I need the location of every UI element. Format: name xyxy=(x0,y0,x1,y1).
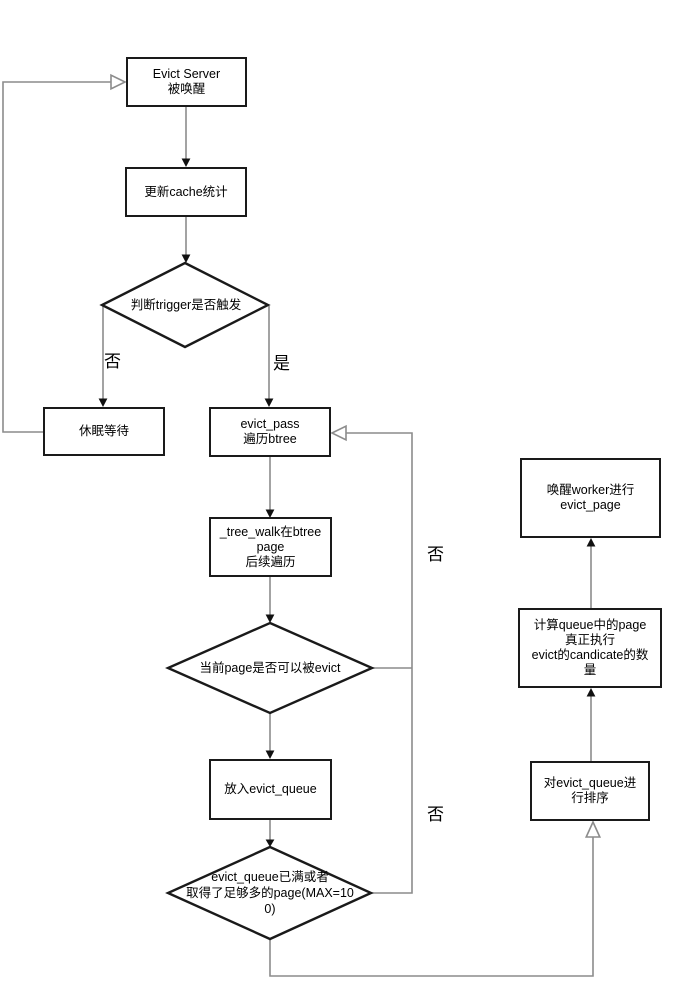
branch-label-trigger-no: 否 xyxy=(104,352,121,371)
edge-evict-pass-to-tree-walk xyxy=(265,457,275,518)
edge-evict-server-to-update-cache xyxy=(181,107,191,167)
edge-tree-walk-to-can-evict xyxy=(265,577,275,623)
edge-update-cache-to-trigger xyxy=(181,217,191,263)
node-calc-candidates: 计算queue中的page 真正执行 evict的candicate的数 量 xyxy=(518,608,662,688)
edge-can-evict-to-enqueue xyxy=(265,713,275,759)
node-enqueue: 放入evict_queue xyxy=(209,759,332,820)
queue-full-decision-shape xyxy=(165,845,374,941)
node-sleep-wait: 休眠等待 xyxy=(43,407,165,456)
node-update-cache: 更新cache统计 xyxy=(125,167,247,217)
edge-queue-full-no-to-evict-pass xyxy=(330,424,413,894)
edge-trigger-no-to-sleep-wait xyxy=(98,306,108,407)
edge-trigger-yes-to-evict-pass xyxy=(264,306,274,407)
can-evict-decision-shape xyxy=(165,621,375,715)
edge-sort-queue-to-calc-candidates xyxy=(586,688,596,761)
trigger-decision-shape xyxy=(99,261,271,349)
edge-queue-full-to-sort-queue xyxy=(269,820,602,977)
node-sort-queue: 对evict_queue进 行排序 xyxy=(530,761,650,821)
node-wake-worker: 唤醒worker进行 evict_page xyxy=(520,458,661,538)
branch-label-queue-full-no: 否 xyxy=(427,805,444,824)
edge-calc-candidates-to-wake-worker xyxy=(586,538,596,608)
branch-label-can-evict-no: 否 xyxy=(427,545,444,564)
edge-sleep-wait-to-evict-server xyxy=(2,73,127,433)
node-evict-pass: evict_pass 遍历btree xyxy=(209,407,331,457)
branch-label-trigger-yes: 是 xyxy=(273,354,290,373)
node-evict-server: Evict Server 被唤醒 xyxy=(126,57,247,107)
edge-enqueue-to-queue-full xyxy=(265,820,275,847)
node-tree-walk: _tree_walk在btree page 后续遍历 xyxy=(209,517,332,577)
